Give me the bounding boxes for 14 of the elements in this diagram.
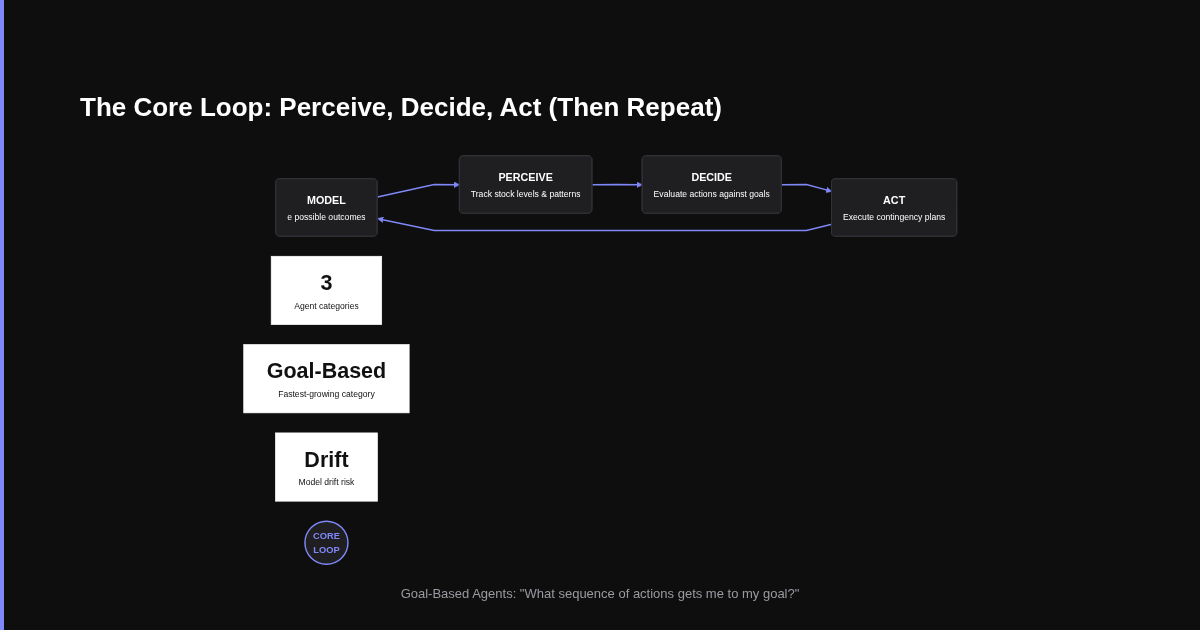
process-box: ACT Execute contingency plans — [830, 178, 957, 237]
stat-card: 3 Agent categories — [270, 255, 382, 325]
arrow — [376, 181, 460, 198]
arrow — [780, 183, 832, 193]
process-box: DECIDE Evaluate actions against goals — [641, 155, 782, 214]
stat-card: Drift Model drift risk — [274, 432, 378, 502]
title: The Core Loop: Perceive, Decide, Act (Then Repeat) — [80, 92, 722, 123]
loop-circle: CORE LOOP — [303, 520, 349, 565]
caption: Goal-Based Agents: "What sequence of actions gets me to my goal?" — [399, 586, 801, 601]
stat-card: Goal-Based Fastest-growing category — [243, 344, 410, 414]
arrow — [591, 181, 643, 188]
process-box: PERCEIVE Track stock levels & patterns — [458, 155, 593, 214]
arrow — [376, 216, 833, 232]
process-box: MODEL e possible outcomes — [275, 178, 378, 237]
